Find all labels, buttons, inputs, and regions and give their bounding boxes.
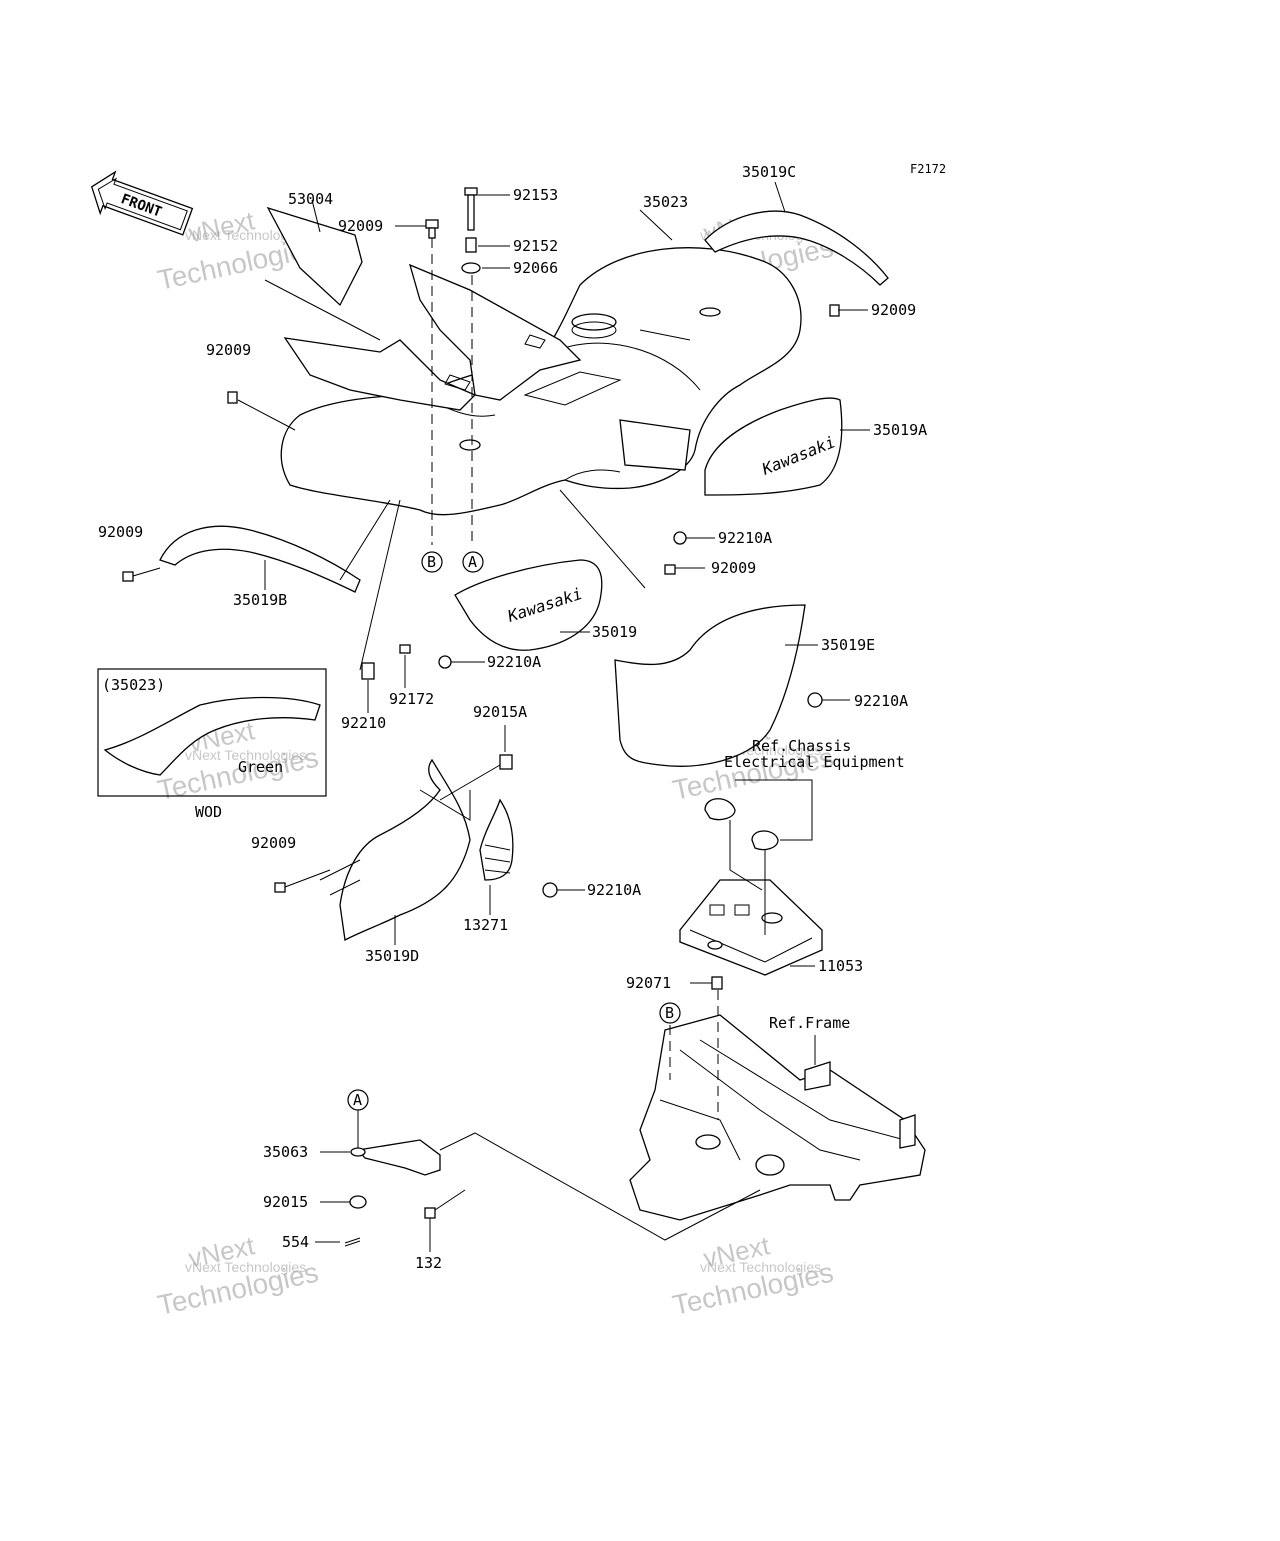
- part-number: 35019A: [873, 421, 927, 439]
- callout-circles: B A B A: [347, 551, 681, 1148]
- battery-tray-11053: [679, 879, 823, 976]
- part-number: 92210A: [487, 653, 541, 671]
- part-number: 92009: [338, 217, 383, 235]
- part-number: 35019C: [742, 163, 796, 181]
- part-number: 92210A: [587, 881, 641, 899]
- mud-flap-35019E: [614, 604, 806, 767]
- side-cover-35019: Kawasaki: [454, 559, 603, 651]
- part-number: 92172: [389, 690, 434, 708]
- part-number: 92066: [513, 259, 558, 277]
- part-number: 53004: [288, 190, 333, 208]
- side-cover-35019A: Kawasaki: [704, 397, 843, 496]
- part-number: 92009: [251, 834, 296, 852]
- part-number: 92009: [871, 301, 916, 319]
- callout-a-top: A: [468, 553, 477, 571]
- clamp-pair: [704, 779, 813, 935]
- watermark-small: vNext Technologies: [185, 227, 306, 243]
- part-number: 13271: [463, 916, 508, 934]
- frame: [629, 1014, 926, 1221]
- dashed-refs: [431, 238, 719, 1120]
- part-number: 132: [415, 1254, 442, 1272]
- part-number: 92210A: [718, 529, 772, 547]
- bracket-35063: [350, 1139, 441, 1176]
- hardware: [122, 187, 840, 1247]
- tool-tray: [283, 263, 582, 411]
- guard-13271: [479, 798, 514, 881]
- figure-code: F2172: [910, 162, 946, 176]
- part-number: 92071: [626, 974, 671, 992]
- inset-box: (35023) Green WOD: [97, 668, 327, 821]
- part-number: 92009: [98, 523, 143, 541]
- part-number: 35023: [643, 193, 688, 211]
- fender-guard-35019B: [159, 525, 361, 593]
- part-number: 554: [282, 1233, 309, 1251]
- part-number: 92015: [263, 1193, 308, 1211]
- inset-caption: WOD: [195, 803, 222, 821]
- part-number: 35019B: [233, 591, 287, 609]
- callout-b-top: B: [427, 553, 436, 571]
- part-number: 35063: [263, 1143, 308, 1161]
- callout-b-frame: B: [665, 1004, 674, 1022]
- part-number: 35019D: [365, 947, 419, 965]
- fender-guard-35019C: [704, 181, 889, 286]
- watermark-small: vNext Technologies: [185, 747, 306, 763]
- decal-53004: [264, 199, 381, 341]
- reference-labels: Ref.Chassis Electrical Equipment Ref.Fra…: [724, 737, 905, 1032]
- callout-a-bracket: A: [353, 1091, 362, 1109]
- part-labels: 53004 92009 92153 92152 92066 35023 3501…: [98, 163, 927, 1272]
- part-number: 92210A: [854, 692, 908, 710]
- watermark-small: vNext Technologies: [700, 1259, 821, 1275]
- part-number: 35019E: [821, 636, 875, 654]
- inset-color-label: Green: [238, 758, 283, 776]
- inset-title: (35023): [102, 676, 165, 694]
- part-number: 11053: [818, 957, 863, 975]
- part-number: 92015A: [473, 703, 527, 721]
- part-number: 92210: [341, 714, 386, 732]
- part-number: 92152: [513, 237, 558, 255]
- watermark-small: vNext Technologies: [185, 1259, 306, 1275]
- part-number: 92153: [513, 186, 558, 204]
- ref-electrical-label: Electrical Equipment: [724, 753, 905, 771]
- part-number: 35019: [592, 623, 637, 641]
- ref-frame-label: Ref.Frame: [769, 1014, 850, 1032]
- mud-flap-35019D: [339, 758, 471, 942]
- part-number: 92009: [206, 341, 251, 359]
- front-arrow-icon: FRONT: [90, 170, 194, 236]
- leader-lines: [132, 194, 870, 1252]
- part-number: 92009: [711, 559, 756, 577]
- ref-chassis-label: Ref.Chassis: [752, 737, 851, 755]
